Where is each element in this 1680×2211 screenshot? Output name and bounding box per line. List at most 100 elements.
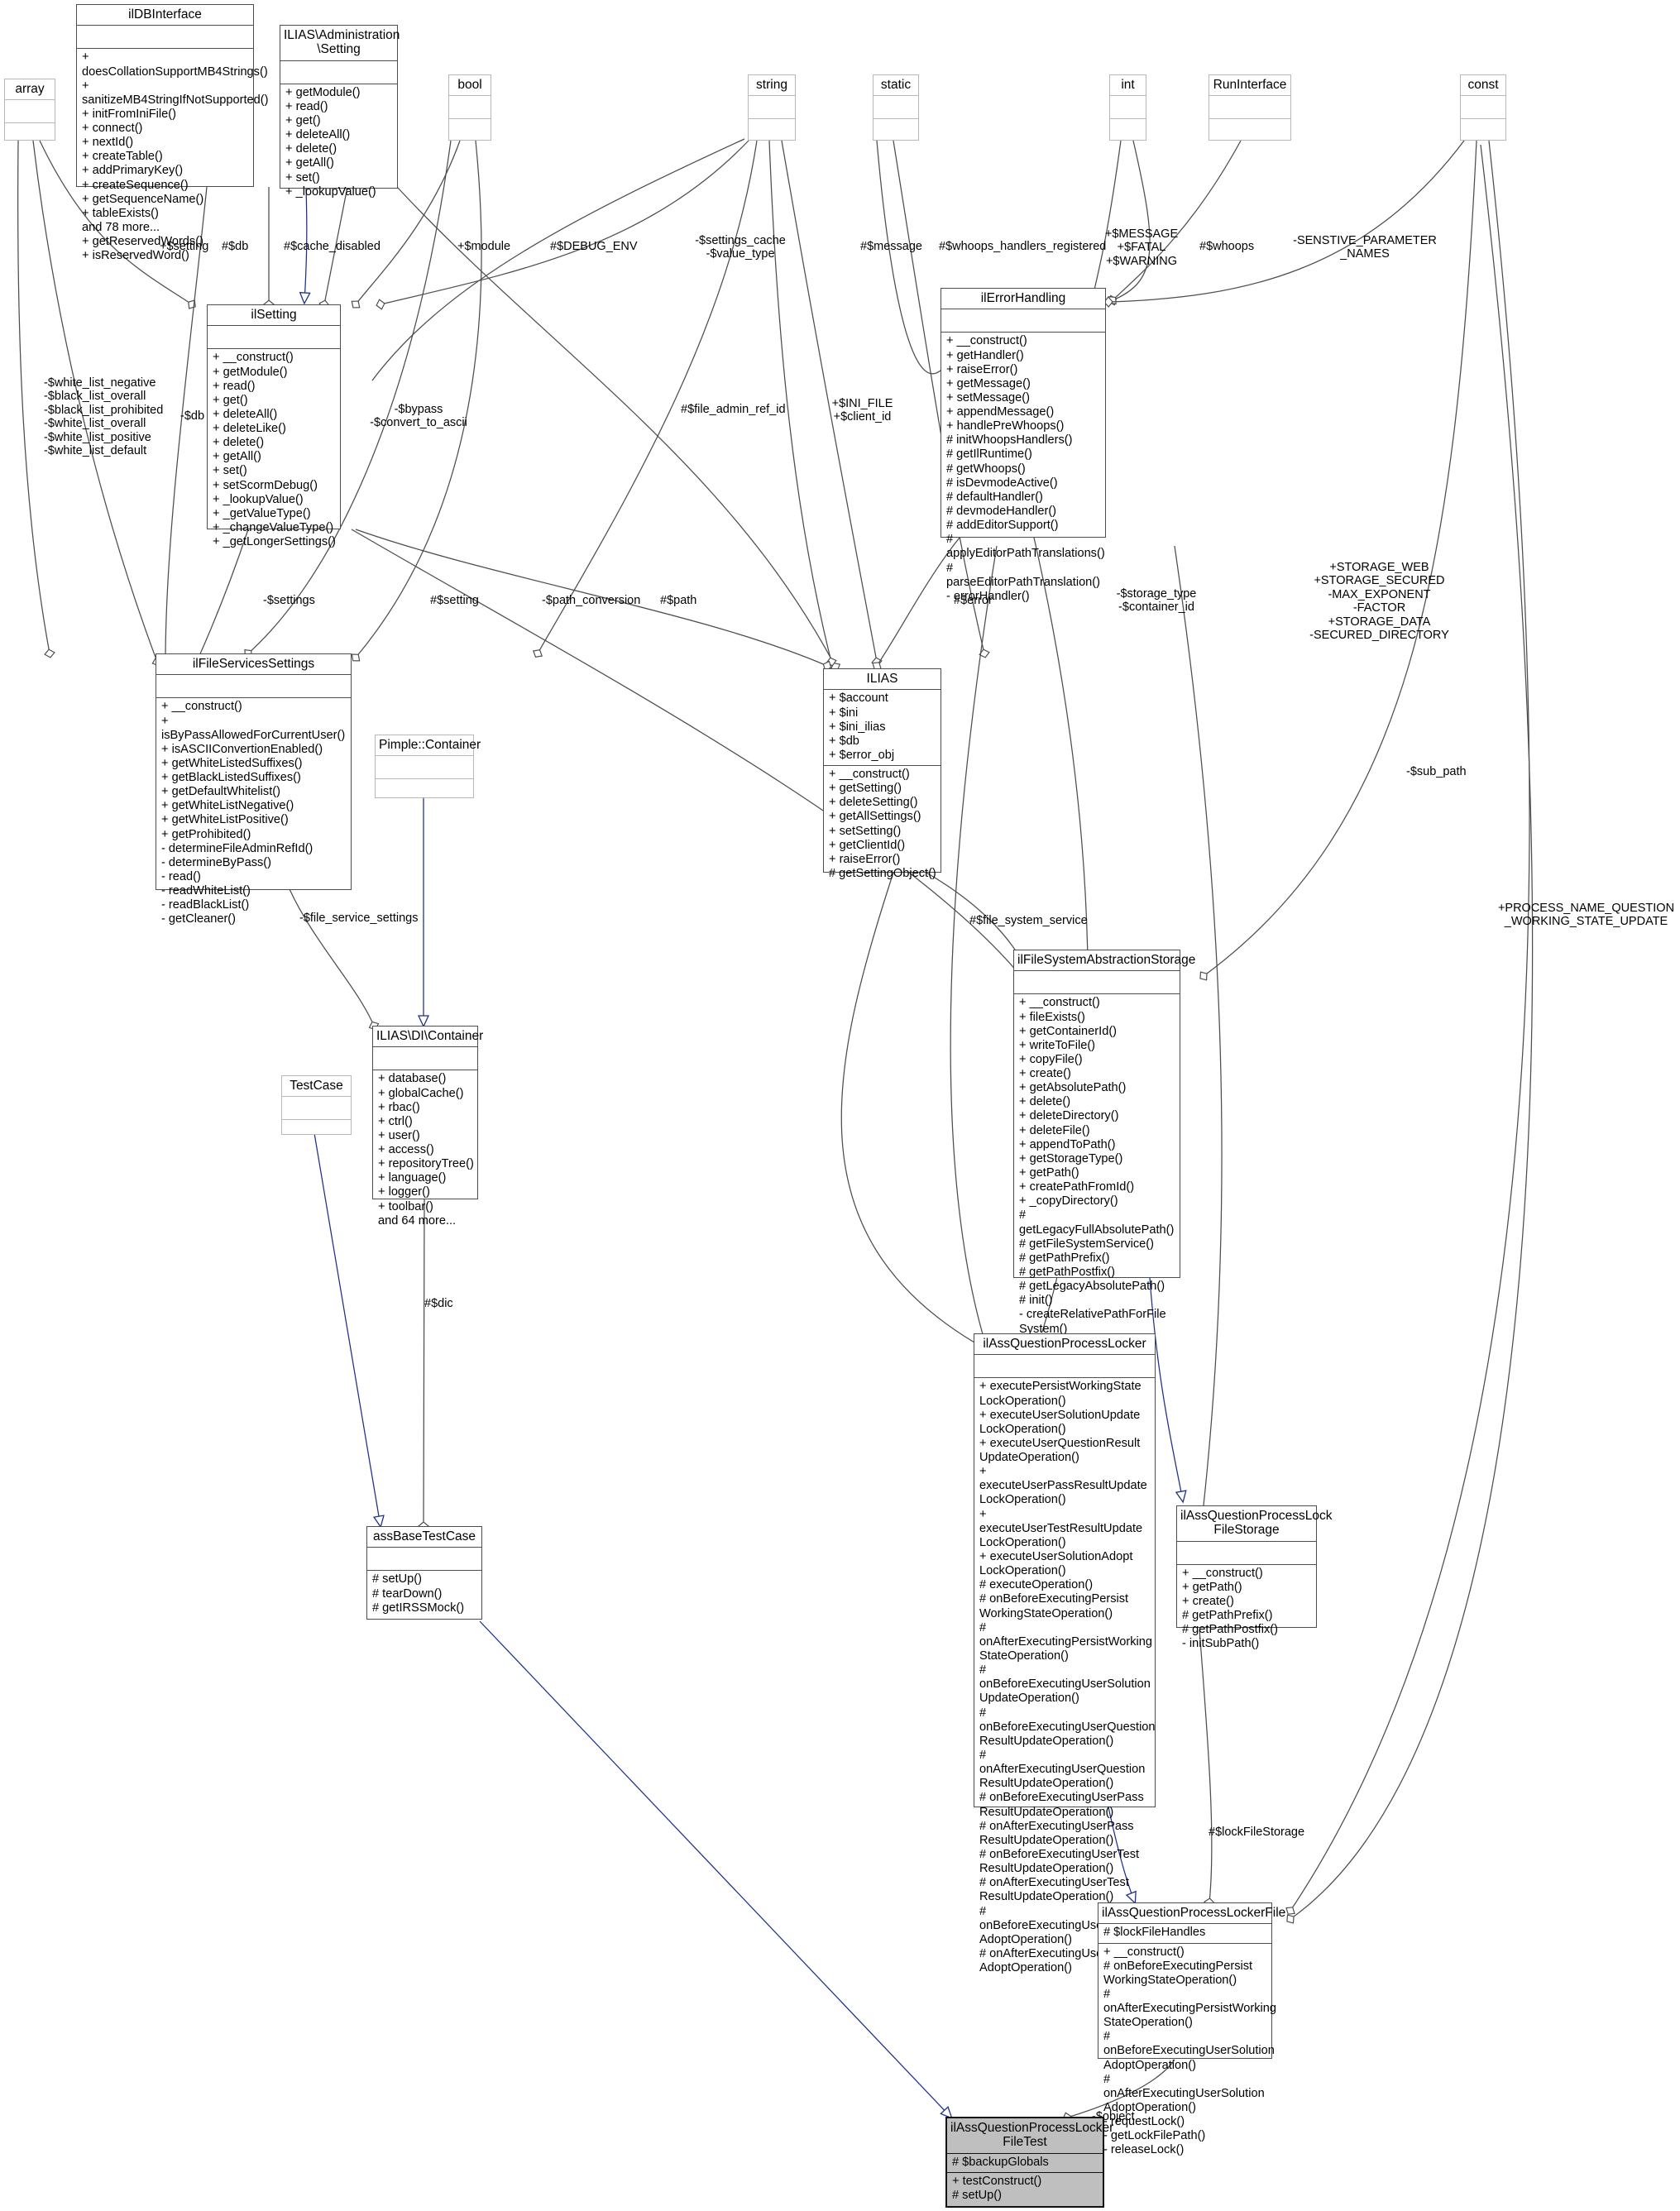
class-member: + $db [829,734,859,748]
divider [282,1096,351,1098]
class-member: # onBeforeExecutingUserQuestion ResultUp… [979,1706,1156,1748]
class-member: # getWhoops() [946,462,1026,476]
class-box-bool[interactable]: bool [448,74,491,141]
class-member: # onAfterExecutingPersistWorking StateOp… [979,1620,1153,1663]
methods-section [1110,119,1146,141]
class-member: # onAfterExecutingUserTest ResultUpdateO… [979,1876,1129,1904]
class-member: + getContainerId() [1019,1024,1118,1038]
divider [974,1354,1155,1356]
class-member: # initWhoopsHandlers() [946,433,1073,447]
attributes-section [1177,1542,1316,1564]
class-member: + getReservedWords() [82,235,203,249]
class-box-array[interactable]: array [4,79,55,141]
class-box-string[interactable]: string [748,74,796,141]
class-member: # onAfterExecutingUserSolution AdoptOper… [1103,2072,1265,2115]
class-title: ilFileSystemAbstractionStorage [1017,953,1196,967]
class-member: + testConstruct() [952,2174,1042,2188]
class-box-assbasetestcase[interactable]: assBaseTestCase # setUp()# tearDown()# g… [366,1526,482,1620]
class-title: bool [457,78,482,92]
class-member: + language() [378,1171,447,1185]
methods-section: + __construct()+ getPath()+ create()# ge… [1177,1565,1316,1654]
methods-section: + __construct()+ fileExists()+ getContai… [1014,994,1180,1338]
attributes-section [367,1548,481,1570]
divider [1110,118,1146,120]
class-member: + __construct() [829,768,910,782]
class-box-ildbinterface[interactable]: ilDBInterface + doesCollationSupportMB4S… [76,4,269,262]
methods-section: + __construct()+ getHandler()+ raiseErro… [941,333,1105,606]
divider [947,2171,1103,2173]
divider [1098,1942,1271,1944]
attributes-section [1110,96,1146,118]
class-member: + copyFile() [1019,1052,1083,1066]
class-box-ilsetting[interactable]: ilSetting + __construct()+ getModule()+ … [207,304,341,548]
attributes-section [1461,96,1505,118]
class-member: # getPathPrefix() [1182,1609,1273,1623]
class-box-ilfilesystemabstractionstorage[interactable]: ilFileSystemAbstractionStorage + __const… [1013,950,1196,1336]
class-title: ilAssQuestionProcessLockerFile [1102,1906,1286,1920]
class-member: + executeUserSolutionUpdate LockOperatio… [979,1408,1141,1436]
class-title: ILIAS [866,672,898,686]
class-member: # onBeforeExecutingUserTest ResultUpdate… [979,1848,1140,1876]
class-member: # getLegacyFullAbsolutePath() [1019,1208,1175,1237]
divider [77,25,253,26]
class-member: # getPathPostfix() [1019,1266,1115,1280]
class-box-ilassquestionprocesslockerfile[interactable]: ilAssQuestionProcessLockerFile # $lockFi… [1098,1902,1286,2156]
methods-section: + executePersistWorkingState LockOperati… [974,1378,1156,1978]
attributes-section [749,96,795,118]
class-box-pimple-container[interactable]: Pimple::Container [375,735,481,798]
class-member: # $backupGlobals [952,2155,1049,2169]
class-box-ilassquestionprocesslockerfiletest[interactable]: ilAssQuestionProcessLocker FileTest # $b… [945,2117,1114,2208]
class-box-ilias-di-container[interactable]: ILIAS\DI\Container + database()+ globalC… [372,1026,483,1228]
class-box-ilassquestionprocesslockfilestorage[interactable]: ilAssQuestionProcessLock FileStorage + _… [1176,1505,1333,1650]
class-title: static [880,78,912,92]
class-member: # getFileSystemService() [1019,1237,1155,1251]
attributes-section: + $account+ $ini+ $ini_ilias+ $db+ $erro… [824,690,941,765]
class-member: + logger() [378,1185,430,1199]
class-member: + isASCIIConvertionEnabled() [161,742,323,756]
class-box-ilias-administration-setting[interactable]: ILIAS\Administration \Setting + getModul… [280,25,400,199]
edge-label-bypass: -$bypass -$convert_to_ascii [370,403,467,430]
class-box-testcase[interactable]: TestCase [281,1075,352,1135]
class-member: + getModule() [285,85,361,99]
edge-label-path-conversion: -$path_conversion [542,594,641,607]
class-box-ilassquestionprocesslocker[interactable]: ilAssQuestionProcessLocker + executePers… [974,1333,1156,1974]
divider [974,1377,1155,1379]
class-member: + set() [213,464,247,478]
class-member: + getAllSettings() [829,810,921,824]
methods-section: + __construct()+ getSetting()+ deleteSet… [824,766,941,883]
divider [449,95,491,97]
class-member: and 64 more... [378,1213,457,1228]
class-member: # getIRSSMock() [372,1601,465,1615]
class-box-ilias[interactable]: ILIAS + $account+ $ini+ $ini_ilias+ $db+… [823,668,941,880]
class-box-ilerrorhandling[interactable]: ilErrorHandling + __construct()+ getHand… [941,288,1106,603]
class-member: # isDevmodeActive() [946,476,1058,490]
class-box-int[interactable]: int [1109,74,1146,141]
class-member: + delete() [285,142,337,156]
class-member: and 78 more... [82,221,160,235]
class-member: # onBeforeExecutingPersist WorkingStateO… [1103,1959,1253,1987]
class-member: + deleteAll() [285,128,351,142]
class-box-ilfileservicessettings[interactable]: ilFileServicesSettings + __construct()+ … [156,653,352,926]
class-box-const[interactable]: const [1460,74,1506,141]
divider [449,118,491,120]
class-member: # onAfterExecutingUserPass ResultUpdateO… [979,1819,1134,1847]
class-title: int [1121,78,1135,92]
class-member: + read() [285,99,328,113]
methods-section: + getModule()+ read()+ get()+ deleteAll(… [280,84,397,202]
class-box-static[interactable]: static [873,74,919,141]
class-member: # setUp() [372,1572,423,1586]
class-member: + raiseError() [946,362,1018,376]
divider [1014,970,1180,972]
class-member: + $error_obj [829,748,895,762]
attributes-section [208,326,340,348]
class-member: # parseEditorPathTranslation() [946,561,1101,589]
class-member: + getPath() [1182,1580,1242,1594]
attributes-section: # $backupGlobals [947,2154,1103,2172]
class-box-runinterface[interactable]: RunInterface [1209,74,1291,141]
class-title: ilAssQuestionProcessLocker FileTest [950,2121,1114,2150]
methods-section: + __construct()+ isByPassAllowedForCurre… [156,698,351,929]
class-member: + getProhibited() [161,827,251,841]
class-title: RunInterface [1213,78,1287,92]
divider [941,332,1105,333]
